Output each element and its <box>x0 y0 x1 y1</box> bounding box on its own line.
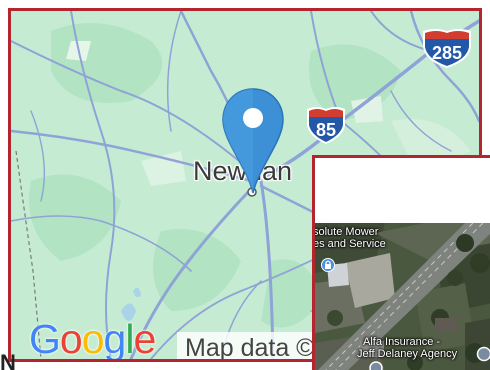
satellite-background <box>315 223 490 370</box>
svg-text:85: 85 <box>316 120 336 140</box>
poi-label-insurance[interactable]: Alfa Insurance - Jeff Delaney Agency <box>357 336 457 360</box>
google-logo-letter-g2: g <box>103 316 127 362</box>
google-logo-letter-o2: o <box>81 316 105 362</box>
map-pin-icon[interactable] <box>221 87 285 197</box>
poi-label-mower[interactable]: solute Mower es and Service <box>315 226 386 250</box>
poi-marker-icon[interactable] <box>476 346 490 362</box>
satellite-inset[interactable]: solute Mower es and Service Alfa Insuran… <box>312 155 490 370</box>
poi-label-mower-line1: solute Mower <box>315 226 379 238</box>
interstate-85-shield: 85 <box>307 107 345 144</box>
truncated-text: N <box>0 350 16 370</box>
google-logo-letter-l: l <box>125 316 134 362</box>
google-logo: Google <box>29 316 156 362</box>
lock-icon[interactable] <box>321 258 335 272</box>
poi-label-insurance-line2: Jeff Delaney Agency <box>357 348 458 360</box>
google-logo-letter-g: G <box>29 316 61 362</box>
map-attribution[interactable]: Map data © <box>177 332 325 359</box>
google-logo-letter-o1: o <box>59 316 83 362</box>
satellite-imagery: solute Mower es and Service Alfa Insuran… <box>315 223 490 370</box>
poi-label-insurance-line1: Alfa Insurance - <box>363 336 441 348</box>
poi-label-mower-line2: es and Service <box>315 238 386 250</box>
google-logo-letter-e: e <box>133 316 156 362</box>
poi-marker-icon[interactable] <box>369 361 383 370</box>
svg-text:285: 285 <box>432 43 462 63</box>
interstate-285-shield: 285 <box>423 29 471 68</box>
